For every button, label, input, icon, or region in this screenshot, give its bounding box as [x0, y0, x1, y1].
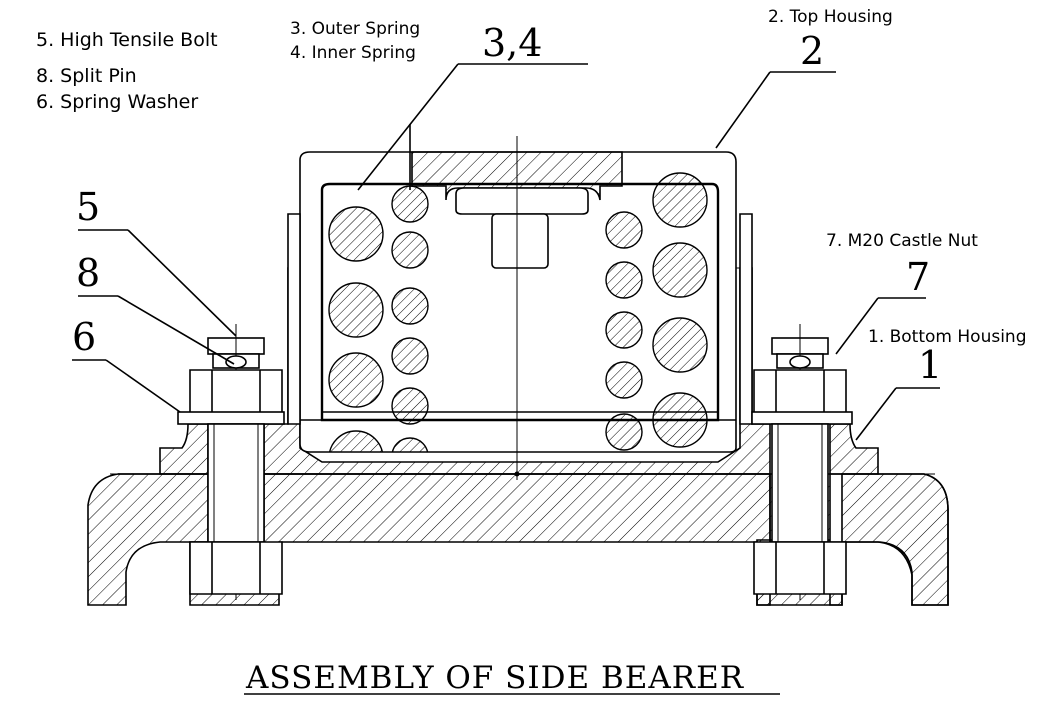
label-split-pin: 8. Split Pin [36, 65, 137, 87]
label-top-housing: 2. Top Housing [768, 7, 893, 27]
label-castle-nut: 7. M20 Castle Nut [826, 231, 978, 251]
inner-springs [391, 185, 643, 452]
left-bolt-assembly [177, 324, 285, 600]
callout-5: 5 [76, 185, 100, 229]
callout-6: 6 [72, 315, 96, 359]
label-outer-spring: 3. Outer Spring [290, 19, 420, 39]
label-spring-washer: 6. Spring Washer [36, 91, 198, 113]
label-inner-spring: 4. Inner Spring [290, 43, 416, 63]
right-bolt-assembly [751, 324, 853, 600]
label-high-tensile-bolt: 5. High Tensile Bolt [36, 29, 218, 51]
drawing-title: ASSEMBLY OF SIDE BEARER [245, 660, 745, 696]
callout-2: 2 [800, 29, 824, 73]
outer-springs [328, 172, 708, 452]
leader-lines [72, 63, 940, 441]
callout-7: 7 [906, 255, 930, 299]
callout-8: 8 [76, 251, 100, 295]
callout-1: 1 [918, 343, 942, 387]
callout-3-4: 3,4 [482, 21, 542, 65]
label-bottom-housing: 1. Bottom Housing [868, 327, 1027, 347]
